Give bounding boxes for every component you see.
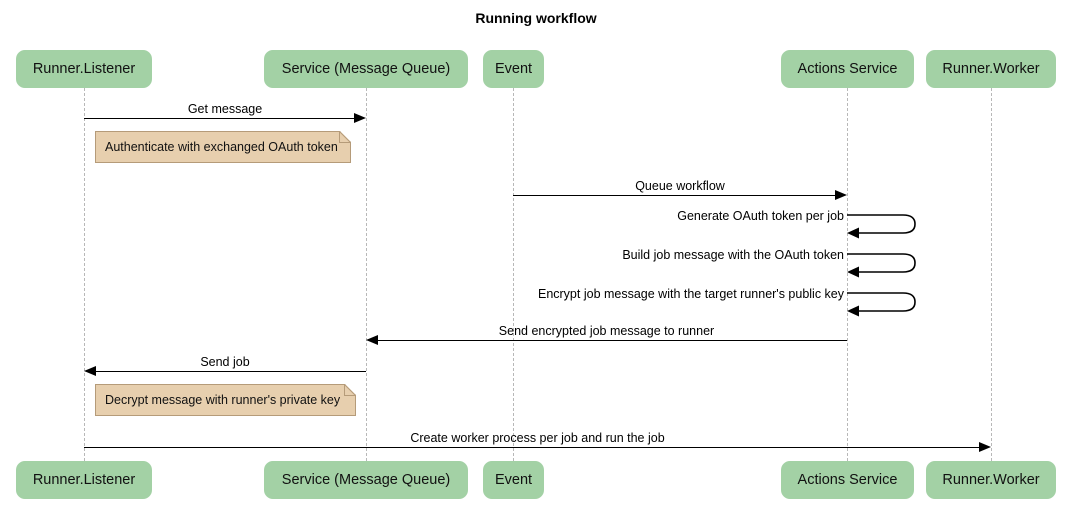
note-fold-icon (340, 131, 351, 142)
message-selfloop-encrypt-job-message-with-the-target-runners-public-key (845, 290, 921, 318)
message-selfloop-generate-oauth-token-per-job (845, 212, 921, 240)
participant-runner-listener-bottom[interactable]: Runner.Listener (16, 461, 152, 499)
message-selfloop-build-job-message-with-the-oauth-token (845, 251, 921, 279)
diagram-title: Running workflow (475, 10, 597, 26)
participant-runner-worker-top[interactable]: Runner.Worker (926, 50, 1056, 88)
participant-runner-worker-bottom[interactable]: Runner.Worker (926, 461, 1056, 499)
note-fold-icon (345, 384, 356, 395)
message-arrowhead-send-job (84, 365, 96, 376)
note-decrypt-message-with-runners-private-key: Decrypt message with runner's private ke… (95, 384, 356, 416)
lifeline-event (513, 88, 514, 461)
message-line-get-message (84, 118, 354, 119)
message-line-create-worker-process-per-job-and-run-the-job (84, 447, 979, 448)
message-label-send-encrypted-job-message-to-runner: Send encrypted job message to runner (498, 324, 715, 338)
message-arrowhead-queue-workflow (835, 189, 847, 200)
message-label-generate-oauth-token-per-job: Generate OAuth token per job (677, 209, 844, 223)
note-authenticate-with-exchanged-oauth-token: Authenticate with exchanged OAuth token (95, 131, 351, 163)
message-line-queue-workflow (513, 195, 835, 196)
note-label: Decrypt message with runner's private ke… (105, 393, 341, 407)
message-line-send-encrypted-job-message-to-runner (378, 340, 847, 341)
message-label-get-message: Get message (187, 102, 263, 116)
message-arrowhead-send-encrypted-job-message-to-runner (366, 334, 378, 345)
participant-actions-service-bottom[interactable]: Actions Service (781, 461, 914, 499)
participant-service-message-queue-bottom[interactable]: Service (Message Queue) (264, 461, 468, 499)
participant-event-top[interactable]: Event (483, 50, 544, 88)
participant-actions-service-top[interactable]: Actions Service (781, 50, 914, 88)
message-arrowhead-get-message (354, 112, 366, 123)
message-label-build-job-message-with-the-oauth-token: Build job message with the OAuth token (622, 248, 844, 262)
message-arrowhead-create-worker-process-per-job-and-run-the-job (979, 441, 991, 452)
lifeline-service-message-queue (366, 88, 367, 461)
participant-service-message-queue-top[interactable]: Service (Message Queue) (264, 50, 468, 88)
message-label-encrypt-job-message-with-the-target-runners-public-key: Encrypt job message with the target runn… (537, 287, 844, 301)
lifeline-runner-listener (84, 88, 85, 461)
lifeline-runner-worker (991, 88, 992, 461)
message-label-send-job: Send job (200, 355, 250, 369)
lifeline-actions-service (847, 88, 848, 461)
message-label-queue-workflow: Queue workflow (635, 179, 725, 193)
message-line-send-job (96, 371, 366, 372)
note-label: Authenticate with exchanged OAuth token (105, 140, 338, 154)
participant-runner-listener-top[interactable]: Runner.Listener (16, 50, 152, 88)
message-label-create-worker-process-per-job-and-run-the-job: Create worker process per job and run th… (410, 431, 665, 445)
participant-event-bottom[interactable]: Event (483, 461, 544, 499)
